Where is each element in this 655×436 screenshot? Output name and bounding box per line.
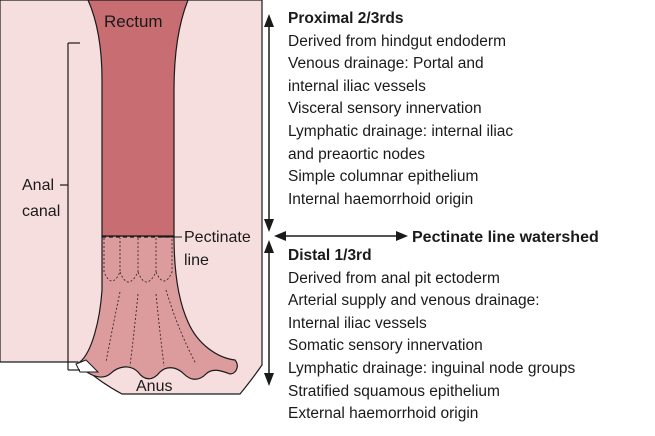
proximal-line: and preaortic nodes [288,144,513,167]
anal-canal-label-line2: canal [22,202,60,221]
rectum-body [88,0,188,236]
proximal-line: Simple columnar epithelium [288,166,513,189]
proximal-line: internal iliac vessels [288,76,513,99]
rectum-label: Rectum [104,12,163,31]
anus-label: Anus [136,377,172,396]
proximal-info: Proximal 2/3rds Derived from hindgut end… [288,8,513,211]
distal-line: Lymphatic drainage: inguinal node groups [288,358,575,381]
proximal-line: Derived from hindgut endoderm [288,31,513,54]
distal-line: Internal iliac vessels [288,313,575,336]
distal-line: External haemorrhoid origin [288,403,575,426]
proximal-line: Venous drainage: Portal and [288,53,513,76]
proximal-arrow [264,14,274,232]
distal-title: Distal 1/3rd [288,245,575,268]
distal-line: Arterial supply and venous drainage: [288,290,575,313]
pectinate-label-line2: line [184,251,209,270]
distal-info: Distal 1/3rd Derived from anal pit ectod… [288,245,575,426]
distal-line: Somatic sensory innervation [288,335,575,358]
distal-line: Derived from anal pit ectoderm [288,268,575,291]
watershed-arrow [274,231,408,241]
distal-arrow [264,240,274,386]
anal-canal-label-line1: Anal [22,176,54,195]
pectinate-label-line1: Pectinate [184,228,251,247]
proximal-line: Internal haemorrhoid origin [288,189,513,212]
distal-line: Stratified squamous epithelium [288,381,575,404]
proximal-line: Visceral sensory innervation [288,98,513,121]
proximal-line: Lymphatic drainage: internal iliac [288,121,513,144]
proximal-title: Proximal 2/3rds [288,8,513,31]
